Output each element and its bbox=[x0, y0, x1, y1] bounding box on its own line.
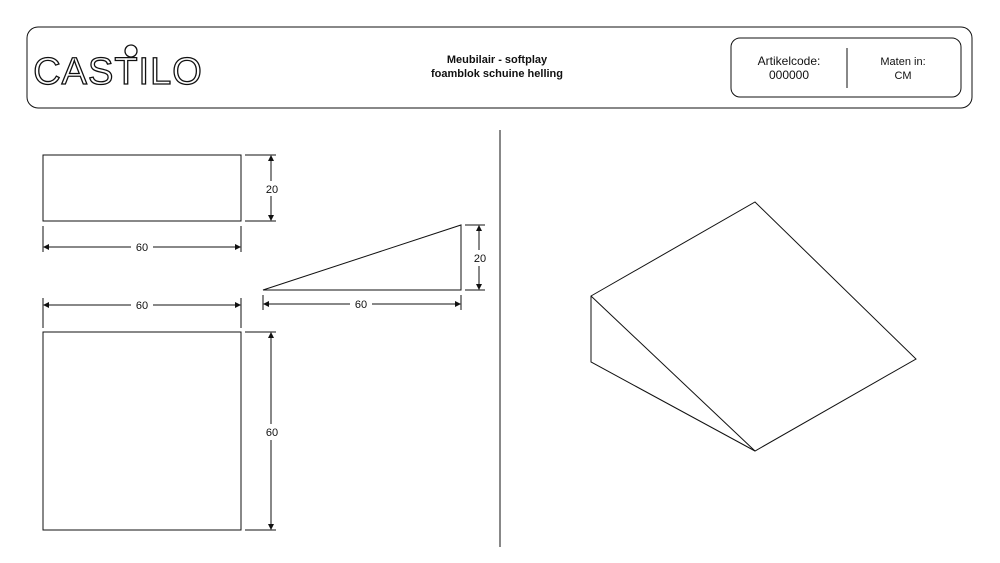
castilo-logo: CASTILO bbox=[33, 44, 203, 94]
title-line-1: Meubilair - softplay bbox=[447, 54, 548, 66]
top-depth-dim: 60 bbox=[266, 427, 278, 439]
title-block: CASTILO Meubilair - softplay foamblok sc… bbox=[26, 26, 973, 109]
top-width-dim: 60 bbox=[136, 300, 148, 312]
svg-text:CASTILO: CASTILO bbox=[33, 51, 203, 93]
isometric-view bbox=[590, 201, 917, 452]
units-value: CM bbox=[894, 70, 911, 82]
side-height-dim: 20 bbox=[474, 253, 486, 265]
front-width-dim: 60 bbox=[136, 242, 148, 254]
title-line-2: foamblok schuine helling bbox=[431, 68, 563, 80]
front-height-dim: 20 bbox=[266, 184, 278, 196]
side-length-dim: 60 bbox=[355, 299, 367, 311]
article-code-value: 000000 bbox=[769, 68, 809, 82]
side-view: 20 60 bbox=[262, 224, 486, 311]
article-code-label: Artikelcode: bbox=[758, 54, 821, 68]
front-view: 20 60 bbox=[42, 154, 278, 254]
top-view: 60 60 bbox=[42, 298, 278, 531]
units-label: Maten in: bbox=[880, 56, 925, 68]
